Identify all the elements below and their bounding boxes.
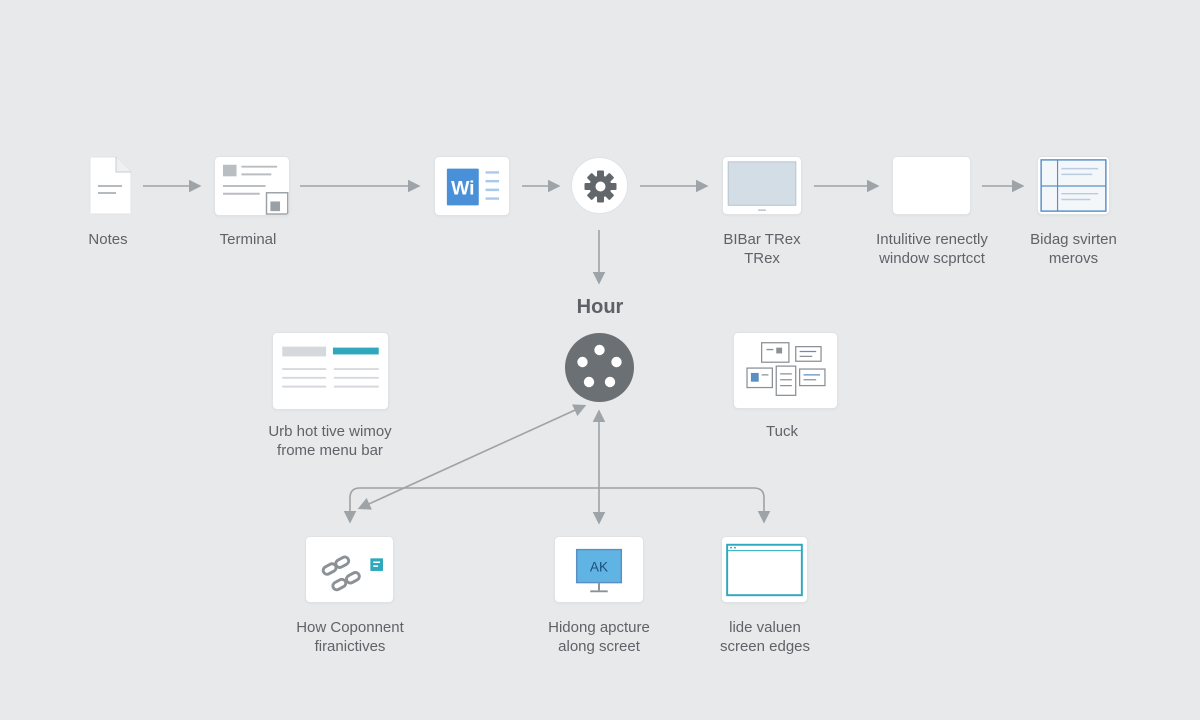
reel-hub-icon — [577, 344, 622, 388]
window-edge-icon — [726, 543, 803, 597]
word-app-icon: Wi — [446, 168, 500, 206]
terminal-node[interactable] — [214, 156, 290, 216]
word-node[interactable]: Wi — [434, 156, 510, 216]
document-icon — [89, 156, 132, 215]
split-window-icon — [1040, 159, 1107, 212]
edges-node[interactable] — [721, 536, 808, 603]
svg-text:Wi: Wi — [451, 179, 474, 200]
intuitive-label: Intulitive renectly window scprtcct — [876, 231, 988, 267]
monitor-node[interactable] — [722, 156, 802, 215]
capture-label: Hidong apcture along screet — [548, 619, 650, 655]
menu-bar-label: Urb hot tive wimoy frome menu bar — [268, 423, 392, 459]
hub-title: Hour — [576, 296, 624, 318]
component-node[interactable] — [305, 536, 394, 603]
document-image-icon — [222, 164, 289, 215]
menu-bar-window-icon — [282, 346, 379, 388]
menu-bar-node[interactable] — [272, 332, 389, 410]
chain-link-icon — [321, 555, 383, 592]
component-label: How Coponnent firanictives — [296, 619, 404, 655]
bibar-label: BIBar TRex TRex — [723, 231, 801, 267]
connector-bus-right — [599, 487, 771, 524]
edges-label: lide valuen screen edges — [719, 619, 811, 655]
blank-window-node[interactable] — [892, 156, 971, 215]
connector-component-hub — [357, 404, 587, 510]
monitor-icon — [727, 161, 797, 211]
settings-node[interactable] — [571, 157, 628, 214]
tuck-label: Tuck — [766, 423, 798, 440]
notes-node[interactable] — [89, 156, 132, 215]
hub-node[interactable] — [565, 333, 634, 402]
svg-text:AK: AK — [590, 559, 608, 574]
monitor-capture-icon: AK — [575, 548, 623, 593]
split-window-node[interactable] — [1037, 156, 1110, 215]
capture-node[interactable]: AK — [554, 536, 644, 603]
tuck-node[interactable] — [733, 332, 838, 409]
connector-bus-left — [343, 487, 599, 524]
gear-icon — [584, 170, 617, 203]
blank-window-icon — [893, 157, 970, 214]
bidag-label: Bidag svirten merovs — [1030, 231, 1117, 267]
terminal-label: Terminal — [219, 231, 277, 248]
stacked-windows-icon — [746, 342, 826, 396]
notes-label: Notes — [88, 231, 128, 248]
